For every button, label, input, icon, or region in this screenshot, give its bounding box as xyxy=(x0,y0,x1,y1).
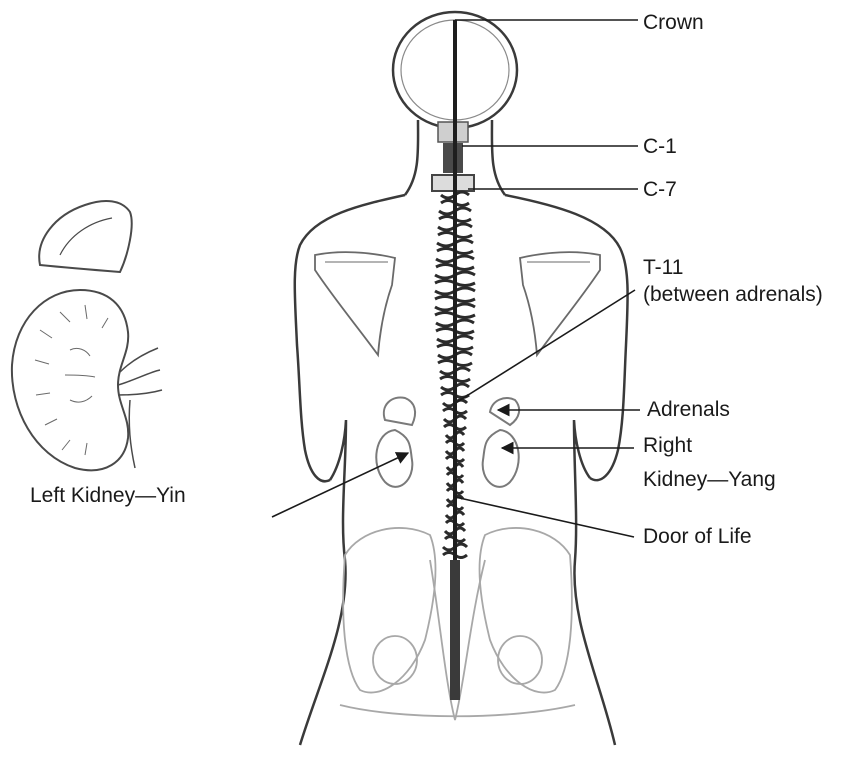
label-door-of-life: Door of Life xyxy=(643,524,752,550)
label-right-kidney-line1: Right xyxy=(643,433,692,459)
label-t11: T-11 xyxy=(643,255,683,281)
label-right-kidney-line2: Kidney—Yang xyxy=(643,467,776,493)
label-t11-note: (between adrenals) xyxy=(643,282,823,308)
label-c7: C-7 xyxy=(643,177,677,203)
kidney-inset-illustration xyxy=(12,201,162,470)
label-crown: Crown xyxy=(643,10,704,36)
leader-t11 xyxy=(457,290,635,402)
label-adrenals: Adrenals xyxy=(647,397,730,423)
label-c1: C-1 xyxy=(643,134,677,160)
spinal-column xyxy=(432,20,475,700)
label-left-kidney: Left Kidney—Yin xyxy=(30,483,186,509)
leader-door-of-life xyxy=(455,497,634,537)
